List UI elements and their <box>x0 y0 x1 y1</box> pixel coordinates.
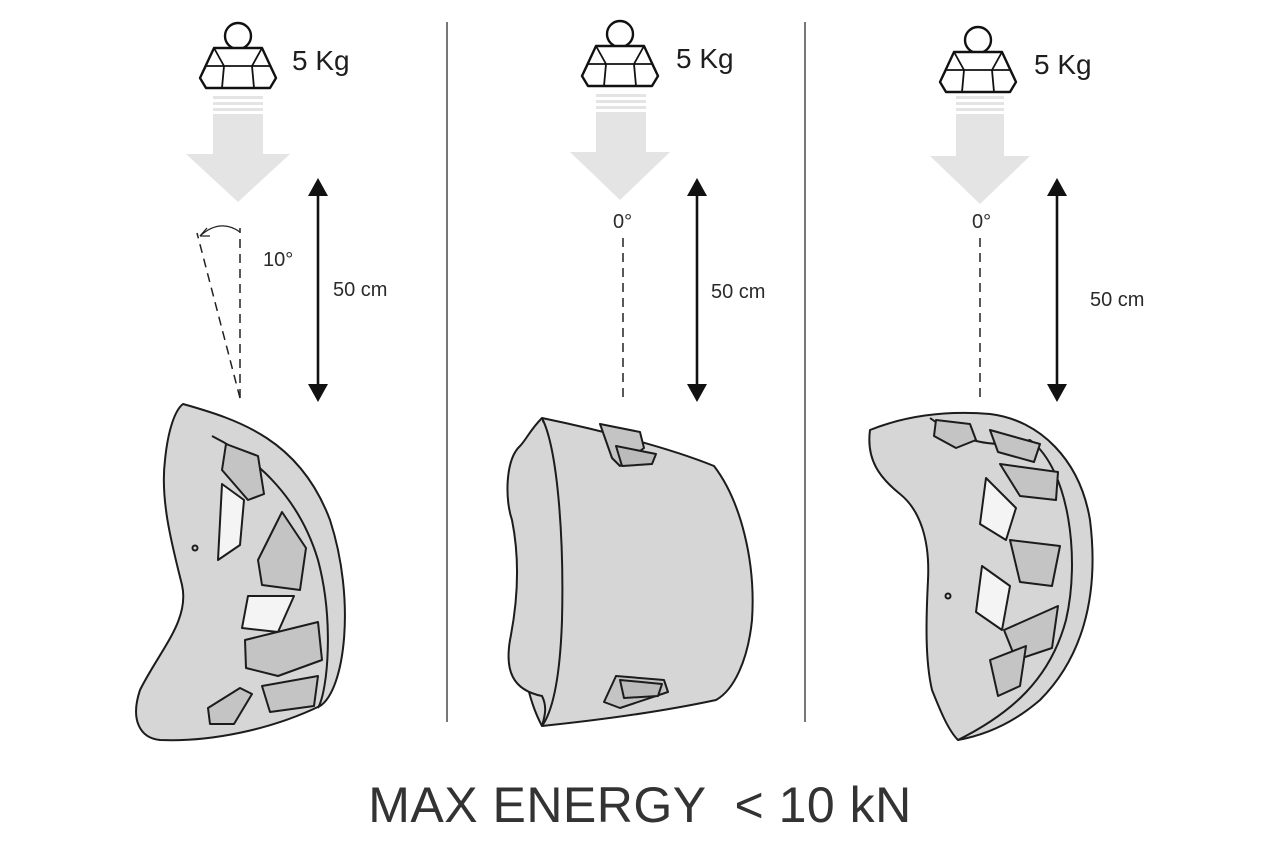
max-energy-caption: MAX ENERGY < 10 kN <box>0 776 1280 834</box>
height-arrow <box>687 178 707 402</box>
helmet-angled-side <box>135 403 346 742</box>
angle-label: 10° <box>263 249 293 271</box>
height-label: 50 cm <box>333 279 387 301</box>
angle-arc <box>199 225 241 237</box>
angle-arc-arrowhead <box>199 227 210 237</box>
height-label: 50 cm <box>1090 289 1144 311</box>
caption-value: < 10 kN <box>734 777 912 833</box>
weight-icon <box>938 25 1018 94</box>
helmet-front <box>506 417 754 727</box>
weight-label: 5 Kg <box>292 45 350 76</box>
panel-1: 5 Kg 10° 50 cm <box>135 21 387 742</box>
height-arrow <box>308 178 328 402</box>
angle-indicator <box>196 228 241 399</box>
angle-label: 0° <box>613 211 632 233</box>
caption-main: MAX ENERGY <box>368 777 706 833</box>
helmet-side <box>868 411 1094 741</box>
weight-icon <box>580 19 660 88</box>
angle-label: 0° <box>972 211 991 233</box>
weight-label: 5 Kg <box>1034 49 1092 80</box>
height-label: 50 cm <box>711 281 765 303</box>
drop-arrow <box>930 96 1030 204</box>
drop-arrow <box>186 96 290 202</box>
weight-label: 5 Kg <box>676 43 734 74</box>
height-arrow <box>1047 178 1067 402</box>
drop-arrow <box>570 94 670 200</box>
weight-icon <box>198 21 278 90</box>
panel-3: 5 Kg 0° 50 cm <box>868 25 1144 741</box>
panel-2: 5 Kg 0° 50 cm <box>506 19 765 727</box>
